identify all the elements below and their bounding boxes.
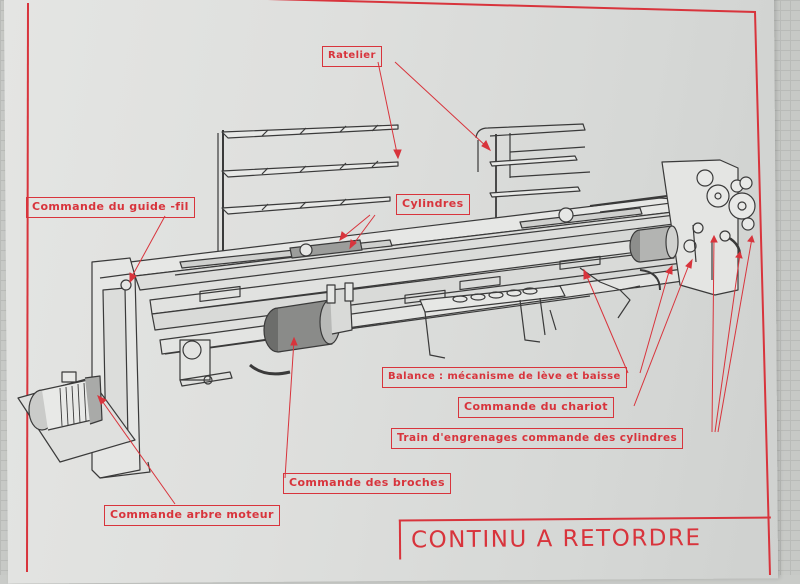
- machine-legs: [424, 297, 557, 359]
- callout-cylindres: Cylindres: [396, 194, 470, 215]
- main-frame-beam: [129, 197, 701, 355]
- leader-lines: [97, 61, 755, 505]
- spindle-drive-drum: [249, 282, 354, 376]
- spindle-tape-tensioner: [179, 339, 233, 387]
- callout-train-engrenages: Train d'engrenages commande des cylindre…: [391, 428, 684, 449]
- creel-right: [475, 123, 591, 222]
- poster-border: [26, 0, 771, 575]
- title-block: CONTINU A RETORDRE: [398, 516, 772, 560]
- lift-mechanism-lever: [579, 267, 661, 319]
- poster-title: CONTINU A RETORDRE: [410, 525, 702, 554]
- electric-motor: [17, 371, 136, 463]
- callout-balance-leve-baisse: Balance : mécanisme de lève et baisse: [382, 367, 627, 388]
- machine-drawing: [17, 123, 756, 479]
- drafting-rollers: [179, 192, 696, 269]
- callout-commande-guide-fil: Commande du guide -fil: [26, 197, 195, 218]
- callout-commande-chariot: Commande du chariot: [458, 397, 614, 418]
- gear-train-headstock: [629, 159, 756, 296]
- spindle-bank: [419, 285, 566, 313]
- callout-commande-broches: Commande des broches: [283, 473, 451, 494]
- callout-ratelier: Ratelier: [322, 46, 382, 67]
- callout-commande-arbre-moteur: Commande arbre moteur: [104, 505, 280, 526]
- creel-left: [217, 124, 399, 258]
